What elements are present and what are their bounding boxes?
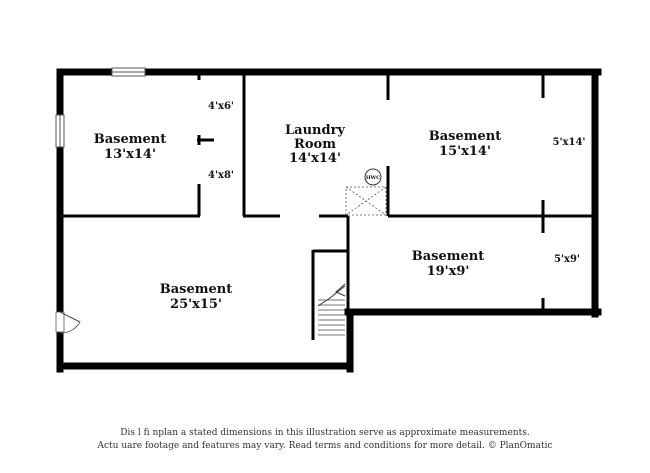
- window-top: [111, 67, 146, 77]
- window-left: [55, 114, 65, 148]
- floor-plan: HWC Basement 13'x14' Laundry Room 14'x14…: [55, 67, 602, 373]
- room-name-basement-e: Basement: [412, 249, 484, 264]
- outer-walls: [56, 68, 602, 373]
- room-dims-basement-sw: 25'x15': [170, 297, 222, 312]
- room-dims-basement-nw: 13'x14': [104, 147, 156, 162]
- closet-dims-2: 4'x8': [208, 170, 234, 181]
- room-dims-laundry: 14'x14': [289, 151, 341, 166]
- hwc-icon: HWC: [364, 168, 382, 186]
- hwc-label: HWC: [366, 175, 380, 181]
- closet-dims-3: 5'x14': [553, 137, 586, 148]
- interior-walls: [60, 72, 595, 340]
- room-name-basement-ne: Basement: [429, 129, 501, 144]
- room-name-basement-sw: Basement: [160, 282, 232, 297]
- room-dims-basement-ne: 15'x14': [439, 144, 491, 159]
- room-name-laundry-1: Laundry: [285, 123, 345, 138]
- room-dims-basement-e: 19'x9': [427, 264, 470, 279]
- disclaimer-line-1: Dis l fi nplan a stated dimensions in th…: [120, 428, 530, 438]
- room-name-laundry-2: Room: [294, 137, 336, 152]
- room-name-basement-nw: Basement: [94, 132, 166, 147]
- closet-dims-4: 5'x9': [554, 254, 580, 265]
- closet-dims-1: 4'x6': [208, 101, 234, 112]
- stairs: [317, 283, 346, 336]
- exterior-door: [55, 311, 81, 334]
- disclaimer-line-2: Actu uare footage and features may vary.…: [97, 441, 553, 451]
- laundry-fixture: [345, 186, 387, 216]
